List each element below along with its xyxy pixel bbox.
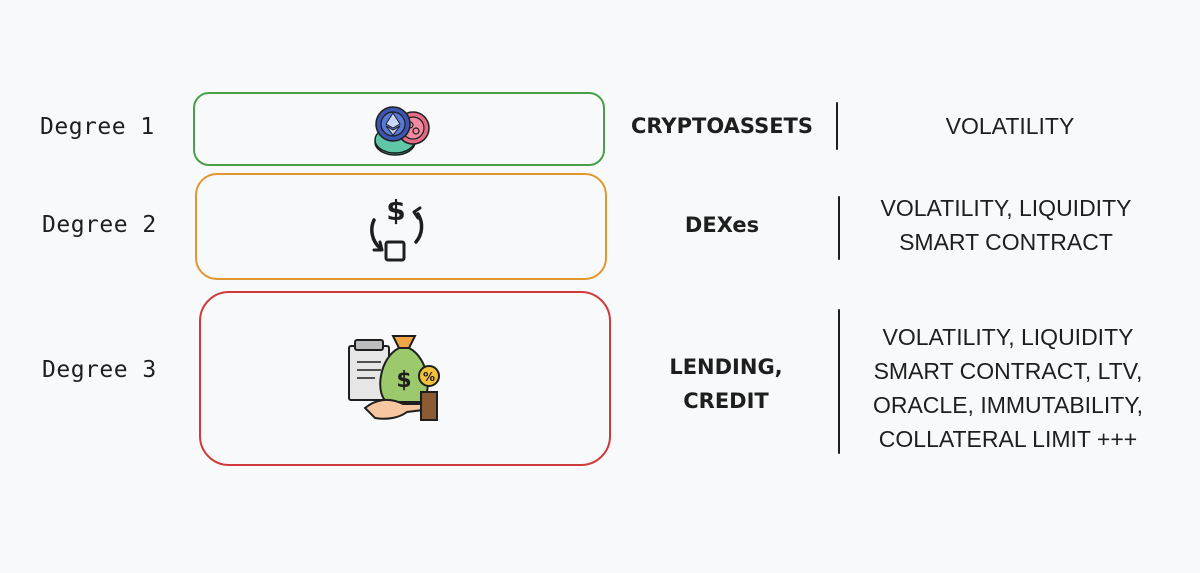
risk-line: VOLATILITY bbox=[945, 113, 1075, 139]
risk-line: VOLATILITY, LIQUIDITY bbox=[882, 324, 1134, 350]
svg-text:%: % bbox=[423, 370, 435, 384]
risk-line: SMART CONTRACT, LTV, bbox=[873, 358, 1143, 384]
divider bbox=[836, 102, 838, 150]
risk-line: VOLATILITY, LIQUIDITY bbox=[880, 195, 1132, 221]
risk-list: VOLATILITY, LIQUIDITY SMART CONTRACT bbox=[856, 191, 1156, 259]
degree-box-2 bbox=[195, 173, 607, 280]
svg-text:$: $ bbox=[386, 194, 405, 227]
divider bbox=[838, 196, 840, 260]
category-line: DEXes bbox=[684, 213, 760, 237]
risk-list: VOLATILITY bbox=[860, 109, 1160, 143]
risk-line: COLLATERAL LIMIT +++ bbox=[878, 426, 1138, 452]
dollar-exchange-icon: $ bbox=[356, 190, 436, 268]
degree-label: Degree 1 bbox=[40, 114, 155, 140]
crypto-coins-icon bbox=[367, 104, 437, 158]
degree-label: Degree 3 bbox=[42, 357, 157, 383]
divider bbox=[838, 309, 840, 454]
category-label: CRYPTOASSETS bbox=[622, 109, 822, 143]
degree-label: Degree 2 bbox=[42, 212, 157, 238]
category-label: LENDING, CREDIT bbox=[626, 350, 826, 418]
svg-text:$: $ bbox=[396, 368, 411, 393]
risk-line: ORACLE, IMMUTABILITY, bbox=[872, 392, 1144, 418]
degree-box-1 bbox=[193, 92, 605, 166]
money-bag-hand-icon: $ % bbox=[345, 332, 445, 424]
risk-list: VOLATILITY, LIQUIDITY SMART CONTRACT, LT… bbox=[858, 320, 1158, 456]
category-line: LENDING, bbox=[669, 355, 783, 379]
degree-box-3 bbox=[199, 291, 611, 466]
category-line: CREDIT bbox=[683, 389, 769, 413]
risk-line: SMART CONTRACT bbox=[899, 229, 1113, 255]
category-label: DEXes bbox=[622, 208, 822, 242]
category-line: CRYPTOASSETS bbox=[631, 114, 813, 138]
